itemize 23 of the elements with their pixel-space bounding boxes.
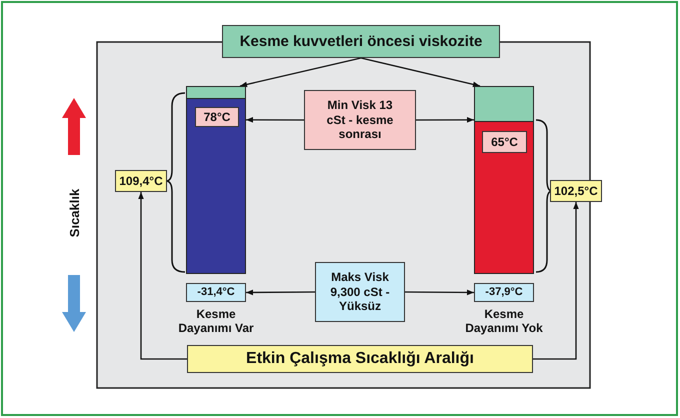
arrow [405, 290, 474, 296]
temperature-label: 102,5°C [550, 180, 602, 202]
arrow [246, 290, 315, 296]
bar-caption: Kesme Dayanımı Yok [464, 307, 544, 336]
temperature-label: 78°C [195, 107, 239, 127]
axis-label: Sıcaklık [67, 188, 82, 240]
bar-caption: Kesme Dayanımı Var [177, 307, 255, 336]
heading-box: Kesme kuvvetleri öncesi viskozite [222, 25, 500, 58]
temperature-bar [474, 86, 534, 274]
info-box: Maks Visk 9,300 cSt - Yüksüz [315, 262, 405, 322]
temperature-label: -37,9°C [474, 283, 534, 302]
temperature-label: -31,4°C [186, 283, 246, 302]
temperature-label: 109,4°C [115, 170, 167, 192]
temperature-bar [186, 86, 246, 274]
arrow [240, 57, 362, 88]
arrow [246, 117, 304, 123]
range-box: Etkin Çalışma Sıcaklığı Aralığı [187, 345, 533, 373]
temperature-label: 65°C [482, 131, 527, 153]
arrow [138, 192, 187, 360]
arrow [416, 117, 474, 123]
arrow [533, 202, 579, 360]
arrow [360, 57, 480, 88]
info-box: Min Visk 13 cSt - kesme sonrası [304, 90, 416, 150]
